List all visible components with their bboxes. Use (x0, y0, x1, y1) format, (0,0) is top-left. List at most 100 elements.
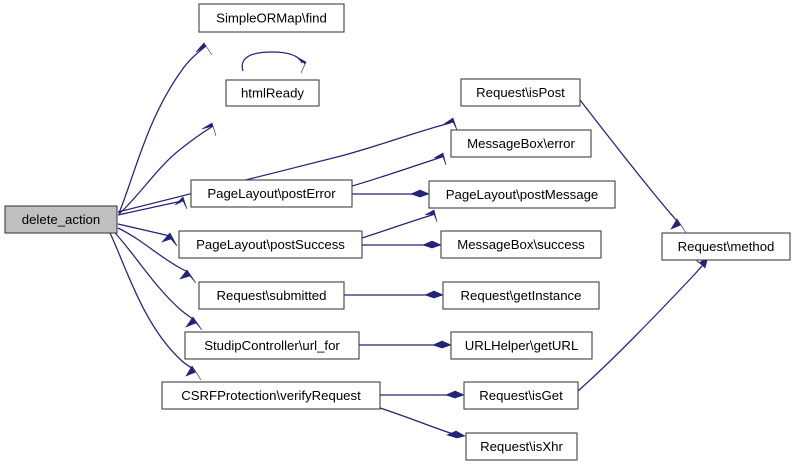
edge-line (109, 232, 194, 370)
edge-line (361, 213, 436, 239)
arrowhead-icon (185, 316, 203, 331)
node-mboxerror[interactable]: MessageBox\error (450, 129, 592, 158)
arrowhead-icon (446, 430, 466, 439)
node-simpleormap_find[interactable]: SimpleORMap\find (198, 3, 345, 33)
node-box[interactable] (661, 232, 791, 261)
node-label: CSRFProtection\verifyRequest (181, 388, 361, 403)
node-box[interactable] (442, 281, 600, 310)
edge-line (379, 407, 457, 436)
node-box[interactable] (184, 331, 360, 360)
node-label: Request\isPost (476, 85, 565, 100)
node-ispost[interactable]: Request\isPost (460, 78, 581, 107)
edge-isget-to-method (577, 255, 709, 392)
node-url_for[interactable]: StudipController\url_for (184, 331, 360, 360)
arrowhead-icon (296, 56, 307, 74)
edge-delete_action-to-postsuccess (117, 223, 178, 247)
edge-line (118, 45, 207, 214)
arrowhead-icon (424, 290, 444, 299)
edge-delete_action-to-htmlready (118, 122, 217, 215)
node-box[interactable] (463, 381, 579, 410)
node-box[interactable] (440, 230, 602, 259)
edge-line (579, 99, 679, 223)
edge-delete_action-to-verifyrequest (109, 232, 202, 381)
node-box[interactable] (190, 179, 353, 208)
edges-layer (109, 42, 709, 439)
node-isget[interactable]: Request\isGet (463, 381, 579, 410)
edge-delete_action-to-ispost (117, 117, 458, 213)
node-geturl[interactable]: URLHelper\getURL (450, 331, 593, 360)
node-box[interactable] (198, 281, 345, 310)
node-box[interactable] (225, 79, 320, 107)
node-label: PageLayout\postError (207, 186, 336, 201)
arrowhead-icon (445, 390, 465, 399)
node-label: Request\isXhr (480, 439, 563, 454)
edge-line (114, 232, 195, 321)
node-posterror[interactable]: PageLayout\postError (190, 179, 353, 208)
edge-delete_action-to-posterror (117, 196, 188, 216)
edge-delete_action-to-submitted (117, 227, 197, 284)
arrowhead-icon (670, 218, 687, 234)
edge-line (117, 223, 171, 237)
node-label: URLHelper\getURL (465, 338, 579, 353)
edge-postsuccess-to-postmessage (361, 209, 438, 239)
arrowhead-icon (201, 122, 217, 137)
node-label: delete_action (22, 212, 100, 227)
arrowhead-icon (161, 232, 178, 247)
arrowhead-icon (432, 340, 452, 349)
node-label: MessageBox\success (457, 237, 585, 252)
node-box[interactable] (178, 230, 363, 259)
node-box[interactable] (161, 381, 381, 410)
edge-postsuccess-to-mboxsuccess (362, 240, 442, 249)
arrowhead-icon (174, 196, 188, 210)
node-method[interactable]: Request\method (661, 232, 791, 261)
edge-delete_action-to-url_for (114, 232, 203, 331)
node-label: htmlReady (241, 85, 304, 100)
node-isxhr[interactable]: Request\isXhr (465, 432, 578, 461)
arrowhead-icon (179, 269, 197, 284)
edge-verifyrequest-to-isxhr (379, 407, 466, 439)
node-getinstance[interactable]: Request\getInstance (442, 281, 600, 310)
edge-line (241, 51, 303, 72)
edge-url_for-to-geturl (359, 340, 452, 349)
node-mboxsuccess[interactable]: MessageBox\success (440, 230, 602, 259)
arrowhead-icon (185, 365, 202, 381)
edge-ispost-to-method (579, 99, 687, 234)
node-box[interactable] (450, 129, 592, 158)
node-delete_action[interactable]: delete_action (4, 205, 118, 234)
arrowhead-icon (424, 209, 438, 223)
node-label: MessageBox\error (467, 136, 575, 151)
edge-htmlready-to-htmlready (241, 51, 307, 74)
node-label: PageLayout\postMessage (446, 187, 599, 202)
arrowhead-icon (443, 117, 458, 131)
node-submitted[interactable]: Request\submitted (198, 281, 345, 310)
node-postmessage[interactable]: PageLayout\postMessage (428, 180, 616, 209)
node-label: PageLayout\postSuccess (196, 237, 345, 252)
edge-line (117, 200, 183, 216)
arrowhead-icon (410, 189, 430, 198)
node-label: Request\method (678, 239, 775, 254)
node-label: Request\getInstance (461, 288, 582, 303)
node-label: StudipController\url_for (204, 338, 340, 353)
edge-verifyrequest-to-isget (380, 390, 465, 399)
edge-posterror-to-postmessage (352, 189, 430, 198)
node-box[interactable] (198, 3, 345, 33)
node-box[interactable] (465, 432, 578, 461)
node-label: Request\isGet (479, 388, 563, 403)
node-box[interactable] (460, 78, 581, 107)
node-label: SimpleORMap\find (216, 10, 327, 25)
node-label: Request\submitted (217, 288, 327, 303)
node-htmlready[interactable]: htmlReady (225, 79, 320, 107)
edge-line (118, 125, 214, 215)
edge-line (577, 265, 703, 392)
edge-posterror-to-mboxerror (351, 152, 447, 187)
arrowhead-icon (195, 42, 213, 56)
node-verifyrequest[interactable]: CSRFProtection\verifyRequest (161, 381, 381, 410)
node-box[interactable] (450, 331, 593, 360)
node-box[interactable] (428, 180, 616, 209)
edge-delete_action-to-simpleormap_find (118, 42, 213, 214)
node-box[interactable] (4, 205, 118, 234)
node-postsuccess[interactable]: PageLayout\postSuccess (178, 230, 363, 259)
edge-line (117, 227, 189, 273)
